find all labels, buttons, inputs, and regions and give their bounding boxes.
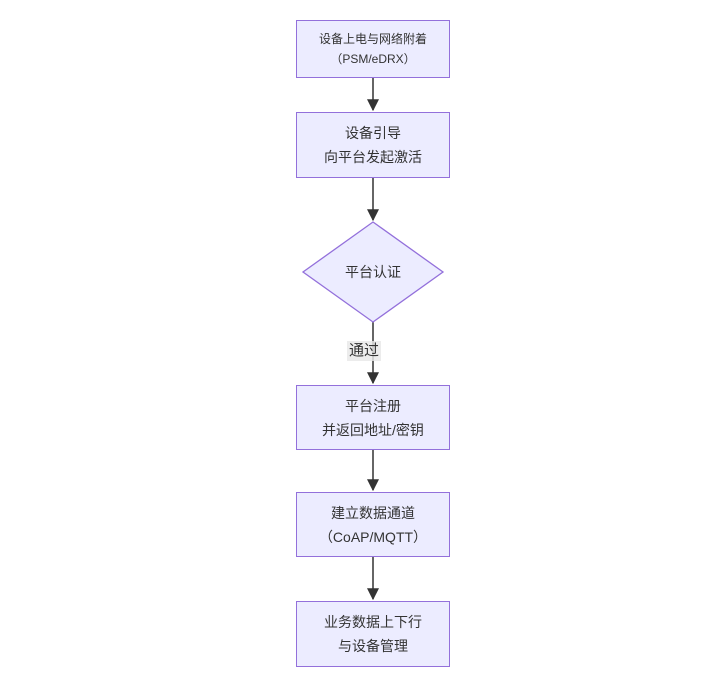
node-bootstrap: 设备引导 向平台发起激活 <box>296 112 450 178</box>
node-text-line: 并返回地址/密钥 <box>322 421 424 438</box>
node-text-line: （CoAP/MQTT） <box>318 528 428 545</box>
node-text-line: （PSM/eDRX） <box>330 52 416 66</box>
edge-label-pass: 通过 <box>347 341 381 361</box>
node-text-line: 建立数据通道 <box>331 504 415 521</box>
edge-label-text: 通过 <box>348 342 379 359</box>
node-text-line: 与设备管理 <box>338 638 408 654</box>
node-business-data: 业务数据上下行 与设备管理 <box>296 601 450 667</box>
node-text-line: 平台认证 <box>345 264 401 280</box>
node-text-line: 向平台发起激活 <box>324 149 422 165</box>
node-platform-register: 平台注册 并返回地址/密钥 <box>296 385 450 450</box>
node-text-line: 设备上电与网络附着 <box>318 32 427 46</box>
node-text-line: 平台注册 <box>345 397 401 414</box>
decision-diamond-shape <box>301 221 445 323</box>
node-text-line: 设备引导 <box>345 125 401 141</box>
node-text-line: 业务数据上下行 <box>324 614 422 630</box>
node-data-channel: 建立数据通道 （CoAP/MQTT） <box>296 492 450 557</box>
node-power-attach: 设备上电与网络附着 （PSM/eDRX） <box>296 20 450 78</box>
node-platform-auth: 平台认证 <box>303 258 443 286</box>
